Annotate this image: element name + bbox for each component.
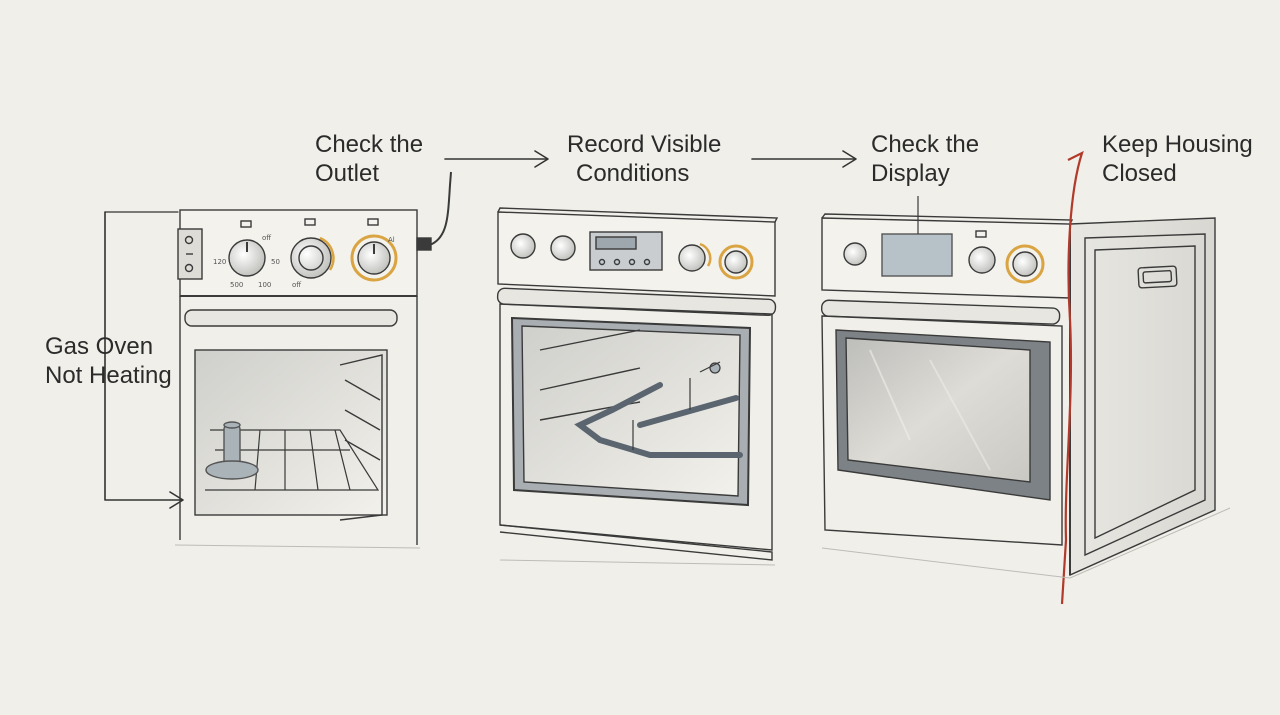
flow-arrows	[104, 150, 857, 509]
knob-mark: off	[292, 281, 301, 289]
label-line: Closed	[1102, 160, 1177, 187]
control-knob-icon	[968, 230, 1045, 284]
label-line: Record Visible	[567, 131, 722, 158]
floor-shadow	[174, 507, 1231, 579]
power-cord-icon	[417, 171, 452, 245]
oven-3-illustration	[820, 150, 1216, 605]
oven-2-illustration	[496, 207, 779, 561]
knob-mark: 50	[271, 258, 280, 266]
label-line: Check the	[871, 131, 980, 158]
control-knob-icon	[350, 218, 398, 282]
arrow-head	[169, 491, 184, 509]
knob-mark: 100	[258, 281, 271, 289]
label-line: Keep Housing	[1102, 131, 1253, 158]
step-label-check-outlet: Check the Outlet	[315, 130, 423, 188]
control-knob-icon	[510, 233, 576, 261]
knob-mark: 120	[213, 258, 226, 266]
label-line: Display	[871, 160, 950, 187]
control-knob-icon	[678, 242, 754, 280]
knob-mark: 500	[230, 281, 243, 289]
step-label-keep-housing-closed: Keep Housing Closed	[1102, 130, 1253, 188]
knob-mark: Al	[388, 236, 395, 244]
oven-1-illustration	[177, 171, 452, 545]
gas-burner-icon	[205, 421, 259, 480]
control-knob-icon	[228, 220, 266, 277]
label-line: Outlet	[315, 160, 380, 187]
step-label-check-display: Check the Display	[871, 130, 979, 188]
label-line: Check the	[315, 131, 424, 158]
knob-markings: off 120 50 500 100 off Al	[213, 234, 395, 289]
label-line: Conditions	[576, 160, 690, 187]
step-label-record-conditions: Record Visible Conditions	[567, 130, 721, 188]
control-knob-icon	[290, 218, 335, 279]
label-line: Not Heating	[45, 362, 172, 389]
knob-mark: off	[262, 234, 271, 242]
arrow-right-icon	[104, 211, 183, 501]
start-label-gas-oven-not-heating: Gas Oven Not Heating	[45, 332, 172, 390]
housing-boundary-line	[1060, 150, 1084, 605]
label-line: Gas Oven	[45, 333, 154, 360]
control-knob-icon	[843, 242, 867, 266]
gas-burner-icon	[574, 382, 743, 458]
